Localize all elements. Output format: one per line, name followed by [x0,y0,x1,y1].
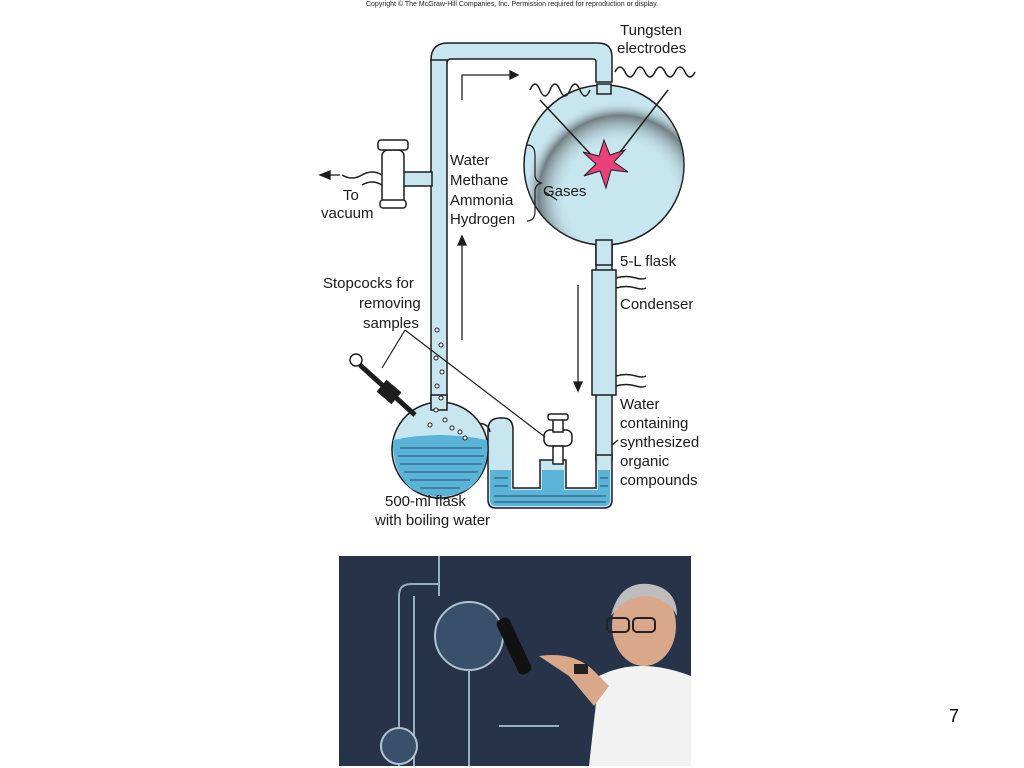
label-electrodes: electrodes [617,40,686,57]
vacuum-stopcock [341,139,409,209]
label-500ml-flask: 500-ml flask [385,493,466,510]
flow-arrows [318,69,584,393]
label-gas-methane: Methane [450,172,508,189]
label-stopcocks-2: removing [359,295,421,312]
label-vacuum: vacuum [321,205,374,222]
label-gas-ammonia: Ammonia [450,192,514,209]
label-stopcocks-1: Stopcocks for [323,275,414,292]
label-stopcocks-3: samples [363,315,419,332]
label-tungsten: Tungsten [620,22,682,39]
label-condenser: Condenser [620,296,693,313]
condenser [591,269,647,396]
electric-spark [582,138,629,190]
label-gas-hydrogen: Hydrogen [450,211,515,228]
label-gas-water: Water [450,152,489,169]
label-to: To [343,187,359,204]
bubbles [427,327,468,441]
label-water-2: containing [620,415,688,432]
miller-urey-apparatus-diagram: Tungsten electrodes Water Methane Ammoni… [318,22,699,529]
tungsten-electrodes [529,66,696,161]
label-5l-flask: 5-L flask [620,253,677,270]
label-water-4: organic [620,453,670,470]
sample-stopcock-right [543,413,573,465]
sample-stopcock-left [349,353,417,417]
label-water-3: synthesized [620,434,699,451]
label-water-1: Water [620,396,659,413]
small-flask [391,394,489,499]
scientist-photo [339,556,691,766]
u-trap [469,417,613,509]
label-water-5: compounds [620,472,698,489]
label-boiling-water: with boiling water [374,512,490,529]
slide-number: 7 [949,706,960,726]
copyright-notice: Copyright © The McGraw-Hill Companies, I… [365,1,658,8]
label-gases: Gases [543,183,586,200]
leader-lines [381,144,619,446]
